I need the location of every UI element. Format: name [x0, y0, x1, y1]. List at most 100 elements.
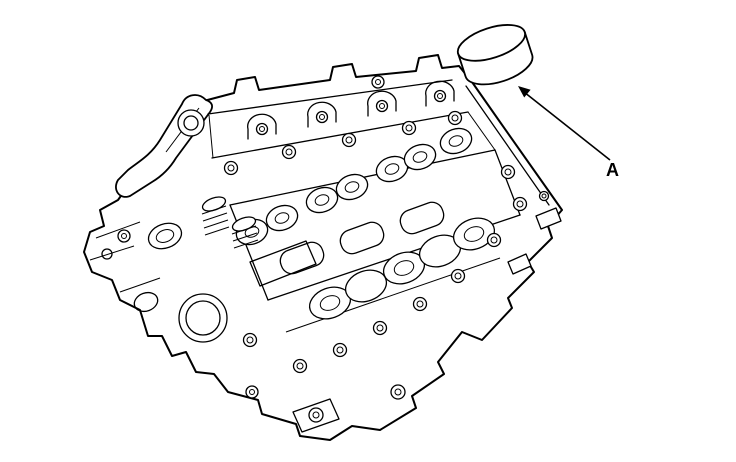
cam-towers-part	[375, 99, 389, 113]
chamber-openings-part	[319, 295, 341, 311]
cam-towers-part	[247, 113, 277, 140]
deck-contour-lines-part	[208, 114, 214, 159]
cam-towers-part	[433, 89, 447, 103]
edge-lugs	[507, 190, 562, 275]
bolt-bosses-part	[292, 358, 308, 374]
bolt-bosses-part	[412, 296, 428, 312]
head-silhouette-part	[83, 54, 563, 441]
bolt-bosses-part	[500, 164, 516, 180]
left-end-details-part	[201, 205, 230, 236]
tappet-bores-part	[344, 181, 360, 193]
leader-arrow-part	[523, 91, 611, 161]
mounting-feet-part	[394, 388, 402, 396]
bolt-bosses-part	[401, 120, 417, 136]
left-end-details-part	[121, 233, 127, 239]
tappet-bores	[235, 127, 473, 246]
tappet-bores-part	[274, 212, 290, 224]
bolt-bosses-part	[345, 136, 353, 144]
leader-arrow	[518, 86, 611, 161]
mounting-feet-part	[249, 389, 255, 395]
tappet-bores-part	[335, 173, 369, 201]
bolt-bosses-part	[246, 336, 254, 344]
leader-arrow-part	[518, 86, 531, 98]
cam-towers-part	[437, 93, 443, 99]
edge-lugs-part	[541, 193, 547, 199]
left-end-details-part	[185, 300, 221, 336]
mounting-feet	[245, 384, 406, 433]
cam-towers	[247, 75, 455, 140]
cam-towers-part	[379, 103, 385, 109]
deck-contour-lines-part	[207, 79, 453, 115]
cam-towers-part	[371, 75, 385, 89]
mounting-feet-part	[390, 384, 406, 400]
mounting-feet-part	[245, 385, 259, 399]
left-end-details-part	[101, 248, 113, 260]
left-end-details-part	[89, 221, 161, 293]
cylinder-head-drawing	[83, 54, 563, 441]
bolt-bosses-part	[227, 164, 235, 172]
bolt-bosses-part	[242, 332, 258, 348]
valve-tappet-drawing-part	[456, 24, 526, 62]
tappet-bores-part	[412, 151, 428, 163]
edge-lugs-part	[507, 253, 532, 275]
port-openings-part	[339, 221, 385, 255]
deck-contour-lines-part	[285, 257, 501, 333]
chamber-openings-part	[463, 226, 485, 242]
bolt-bosses	[223, 110, 528, 374]
cam-towers-part	[319, 114, 325, 120]
bolt-bosses-part	[223, 160, 239, 176]
mounting-feet-part	[308, 407, 324, 423]
bolt-bosses-part	[454, 272, 462, 280]
access-window-part	[249, 240, 317, 287]
port-openings	[279, 201, 445, 275]
left-end-details-part	[231, 225, 259, 249]
bolt-bosses-part	[336, 346, 344, 354]
left-end-details	[89, 196, 259, 343]
callout-label-a: A	[606, 160, 619, 180]
edge-lugs-part	[538, 190, 550, 202]
bolt-bosses-part	[451, 114, 459, 122]
bolt-bosses-part	[332, 342, 348, 358]
bolt-bosses-part	[296, 362, 304, 370]
cam-towers-part	[425, 80, 455, 107]
cam-towers-part	[367, 90, 397, 117]
head-silhouette	[83, 54, 563, 441]
bolt-bosses-part	[376, 324, 384, 332]
chamber-openings-part	[393, 260, 415, 276]
cam-towers-part	[375, 79, 381, 85]
cam-towers-part	[259, 126, 265, 132]
port-openings-part	[399, 201, 445, 235]
bracket-arm-part	[183, 115, 199, 131]
bolt-bosses-part	[512, 196, 528, 212]
tappet-bores-part	[265, 204, 299, 232]
cam-towers-part	[307, 101, 337, 128]
mounting-feet-part	[312, 411, 320, 419]
access-window	[249, 240, 317, 287]
left-end-details-part	[155, 229, 175, 243]
bolt-bosses-part	[504, 168, 512, 176]
tappet-bores-part	[314, 194, 330, 206]
bolt-bosses-part	[516, 200, 524, 208]
left-end-details-part	[147, 222, 183, 250]
left-end-details-part	[117, 229, 131, 243]
valve-tappet-drawing	[456, 24, 534, 86]
bolt-bosses-part	[285, 148, 293, 156]
chamber-openings	[308, 217, 496, 320]
tappet-bores-part	[384, 163, 400, 175]
bolt-bosses-part	[450, 268, 466, 284]
tappet-bores-part	[439, 127, 473, 155]
bolt-bosses-part	[341, 132, 357, 148]
deck-contour-lines-part	[467, 111, 496, 151]
bolt-bosses-part	[416, 300, 424, 308]
bolt-bosses-part	[372, 320, 388, 336]
bracket-arm-part	[177, 109, 205, 137]
bolt-bosses-part	[486, 232, 502, 248]
bolt-bosses-part	[490, 236, 498, 244]
deck-contour-lines-part	[465, 85, 550, 206]
tappet-bores-part	[403, 143, 437, 171]
bolt-bosses-part	[447, 110, 463, 126]
bracket-arm	[115, 94, 213, 198]
port-openings-part	[279, 241, 325, 275]
